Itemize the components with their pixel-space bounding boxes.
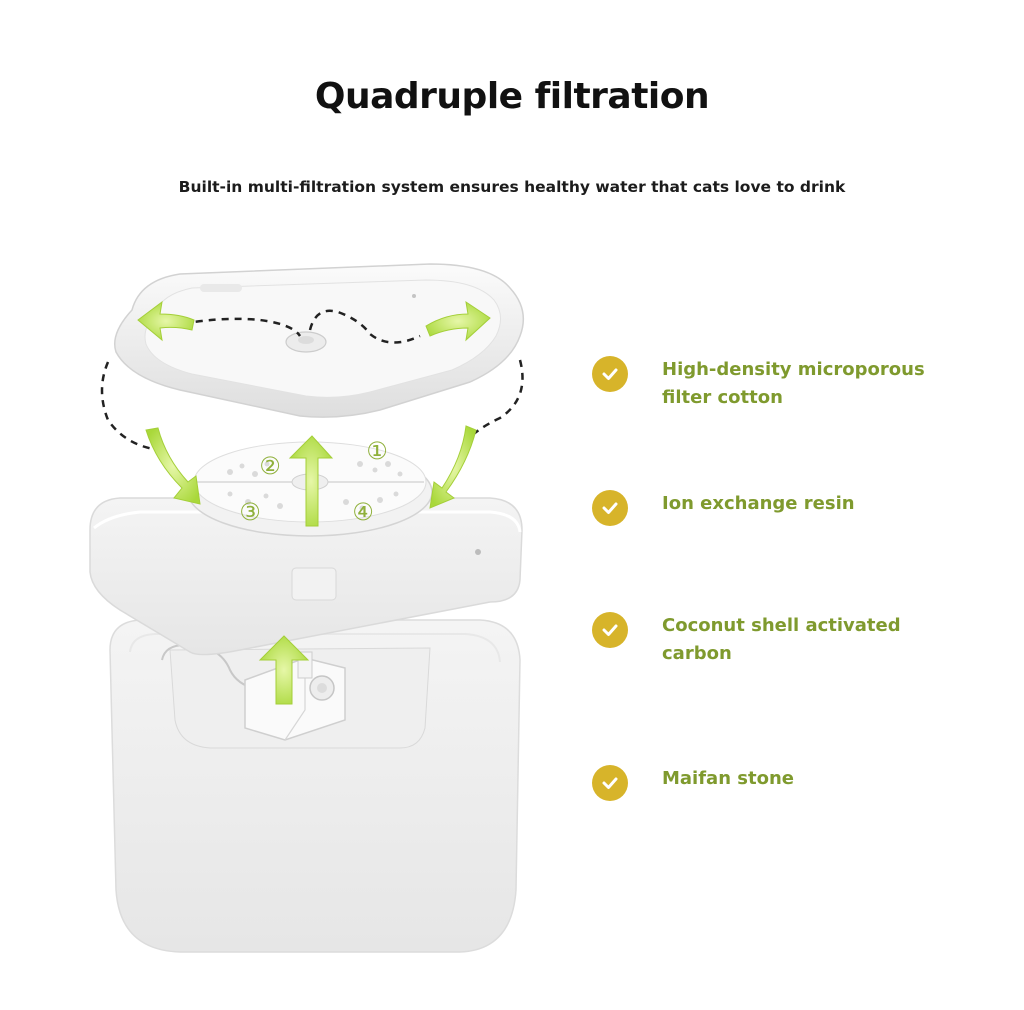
feature-label: Maifan stone: [662, 768, 794, 789]
check-circle-icon: [592, 490, 628, 526]
page-title: Quadruple filtration: [314, 76, 710, 117]
check-circle-icon: [592, 612, 628, 648]
water-flow-lines: [100, 309, 524, 452]
feature-item: High-density microporous filter cotton: [592, 356, 962, 412]
feature-label: Coconut shell activated carbon: [662, 615, 901, 664]
filter-number-2: ②: [259, 452, 281, 480]
fountain-illustration: ① ② ③ ④: [89, 263, 525, 953]
feature-item: Maifan stone: [592, 765, 962, 801]
feature-label: Ion exchange resin: [662, 493, 855, 514]
filter-number-1: ①: [366, 437, 388, 465]
top-lid: [114, 263, 525, 418]
flow-arrows: [137, 300, 491, 705]
page-subtitle: Built-in multi-filtration system ensures…: [178, 178, 846, 196]
filter-numbers: ① ② ③ ④: [239, 437, 388, 526]
feature-item: Coconut shell activated carbon: [592, 612, 962, 668]
feature-item: Ion exchange resin: [592, 490, 962, 526]
check-circle-icon: [592, 356, 628, 392]
feature-label: High-density microporous filter cotton: [662, 359, 925, 408]
pump: [244, 651, 346, 741]
check-circle-icon: [592, 765, 628, 801]
filter-number-3: ③: [239, 498, 261, 526]
filter-number-4: ④: [352, 498, 374, 526]
